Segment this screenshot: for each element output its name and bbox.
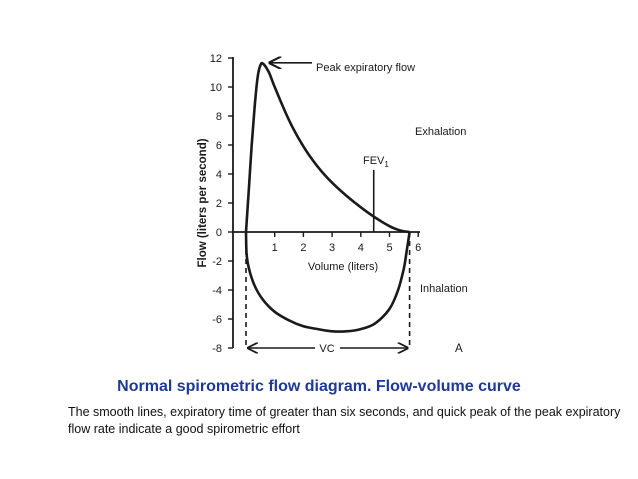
y-axis-label: Flow (liters per second) [197, 138, 209, 267]
caption-title: Normal spirometric flow diagram. Flow-vo… [117, 378, 521, 395]
y-tick-label: -4 [212, 285, 222, 297]
y-tick-label: -8 [212, 343, 222, 355]
caption-body: The smooth lines, expiratory time of gre… [68, 405, 621, 436]
x-tick-label: 3 [329, 242, 335, 254]
exhalation-label: Exhalation [415, 126, 466, 138]
y-tick-label: -2 [212, 256, 222, 268]
y-tick-label: 8 [216, 111, 222, 123]
fev1-label: FEV1 [363, 155, 389, 169]
y-tick-label: 0 [216, 227, 222, 239]
y-tick-label: 4 [216, 169, 222, 181]
x-axis-label: Volume (liters) [308, 261, 378, 273]
x-tick-label: 4 [358, 242, 364, 254]
inhalation-curve [244, 231, 411, 333]
y-tick-label: 6 [216, 140, 222, 152]
x-tick-label: 2 [300, 242, 306, 254]
y-tick-label: 10 [210, 82, 222, 94]
x-tick-label: 1 [272, 242, 278, 254]
pef-label: Peak expiratory flow [316, 62, 415, 74]
y-tick-label: 12 [210, 53, 222, 65]
y-tick-label: 2 [216, 198, 222, 210]
y-tick-label: -6 [212, 314, 222, 326]
inhalation-label: Inhalation [420, 283, 468, 295]
exhalation-curve [244, 61, 410, 234]
vc-label: VC [319, 343, 334, 355]
x-tick-label: 6 [415, 242, 421, 254]
x-tick-label: 5 [386, 242, 392, 254]
panel-label: A [455, 343, 463, 355]
